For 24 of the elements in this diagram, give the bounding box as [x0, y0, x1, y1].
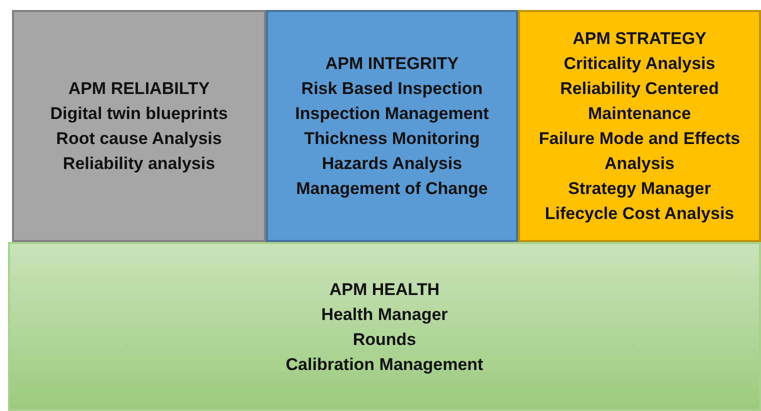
feature-item: Failure Mode and Effects Analysis: [538, 128, 742, 175]
module-panel: [8, 242, 761, 411]
feature-item: Rounds: [352, 328, 418, 350]
module-panel: [266, 10, 518, 242]
feature-item: Lifecycle Cost Analysis: [544, 203, 736, 225]
module-heading: APM RELIABILTY: [67, 78, 211, 100]
feature-item: Inspection Management: [295, 103, 489, 125]
feature-item: Calibration Management: [286, 354, 484, 376]
module-heading: APM STRATEGY: [572, 28, 708, 50]
module-heading: APM INTEGRITY: [324, 53, 460, 75]
module-heading: APM HEALTH: [328, 278, 441, 300]
feature-item: Strategy Manager: [567, 178, 712, 200]
feature-item: Management of Change: [295, 178, 489, 200]
module-panel: [518, 10, 761, 242]
feature-item: Reliability Centered Maintenance: [559, 78, 720, 125]
feature-item: Digital twin blueprints: [50, 103, 228, 125]
feature-item: Reliability analysis: [62, 153, 216, 175]
feature-item: Hazards Analysis: [320, 153, 464, 175]
feature-item: Thickness Monitoring: [303, 128, 481, 150]
feature-item: Health Manager: [320, 304, 449, 326]
feature-item: Criticality Analysis: [562, 53, 716, 75]
module-panel: [12, 10, 266, 242]
feature-item: Risk Based Inspection: [300, 78, 484, 100]
feature-item: Root cause Analysis: [55, 128, 223, 150]
